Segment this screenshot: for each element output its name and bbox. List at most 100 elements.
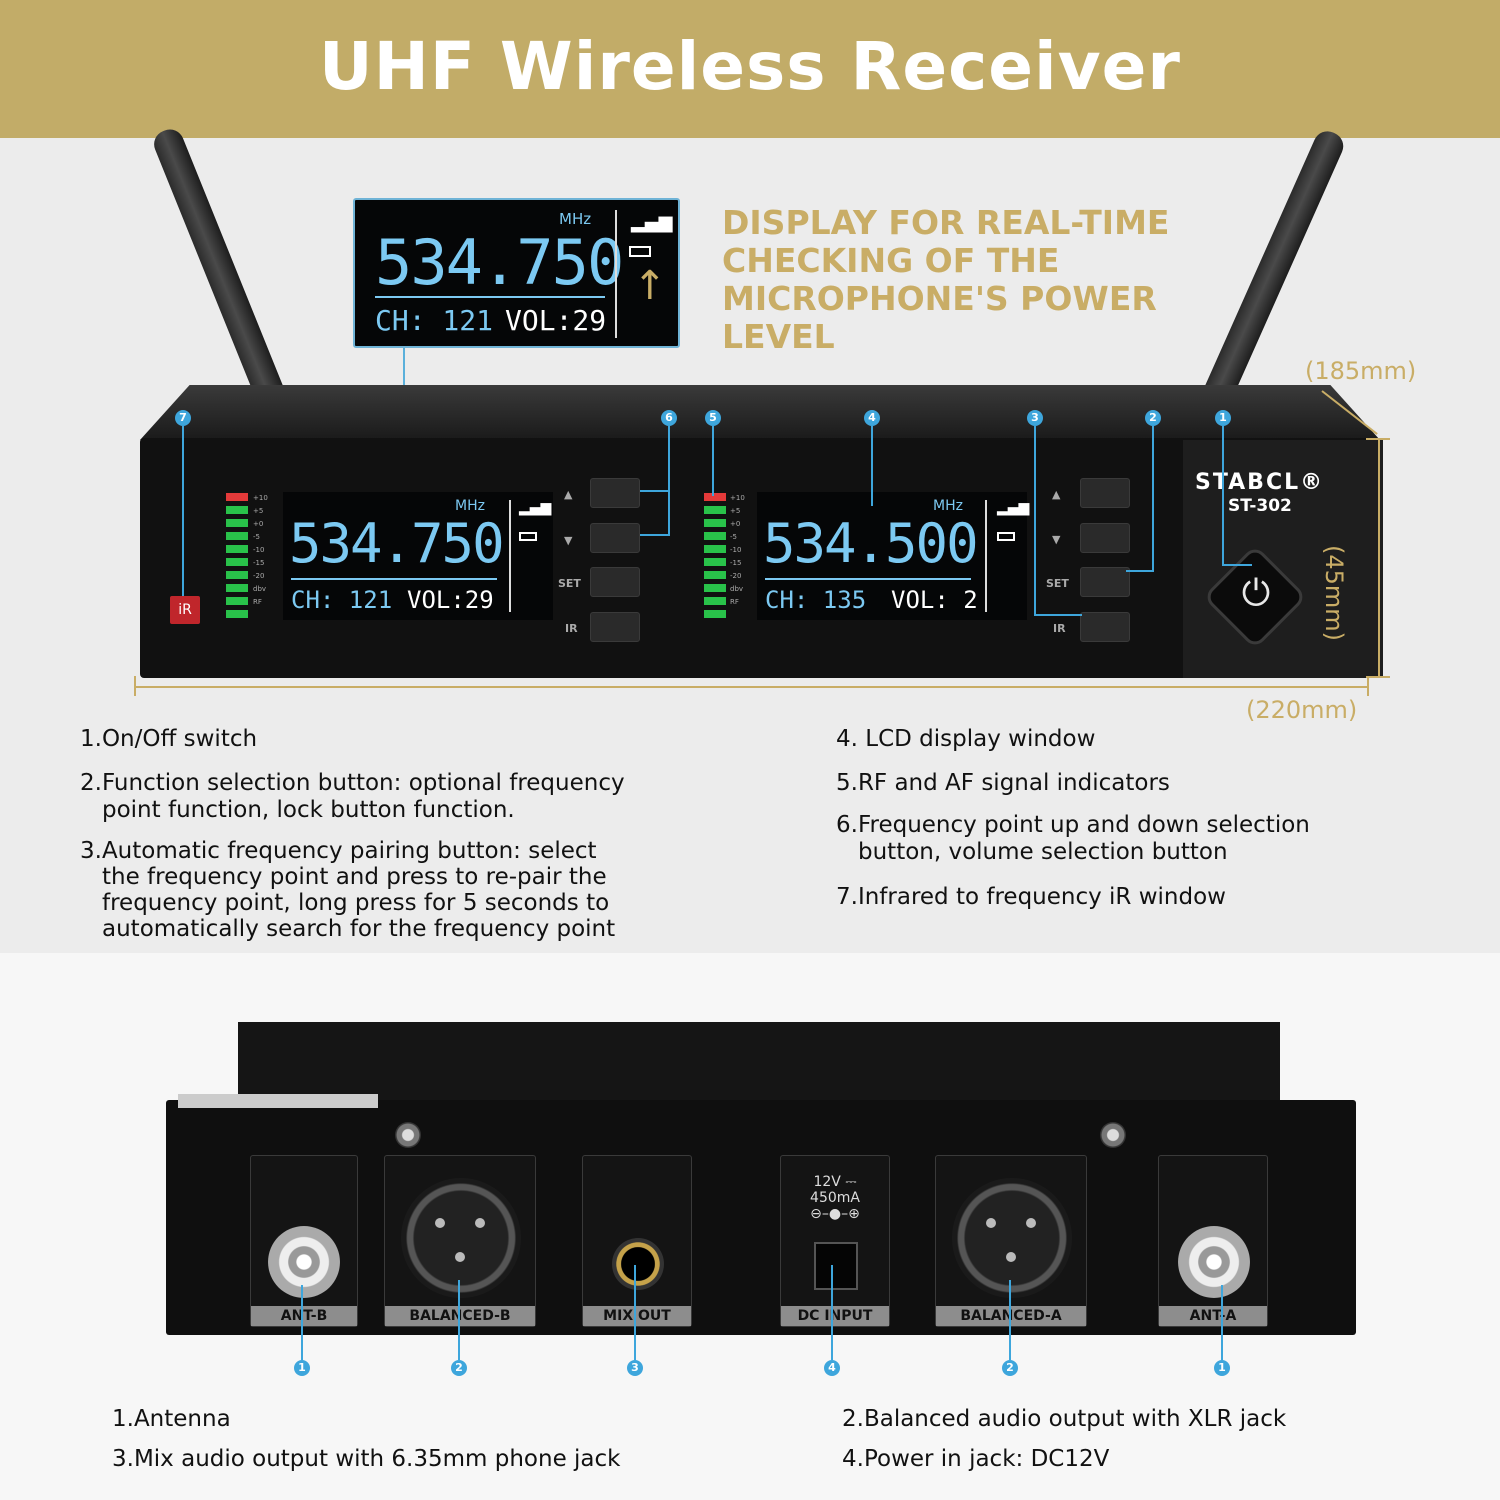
down-button-a[interactable] (590, 523, 640, 553)
rear-feature-1: 1.Antenna (112, 1406, 231, 1432)
up-label: ▲ (564, 488, 573, 501)
meter-scale-b: +10 +5 +0 -5 -10 -15 -20 dbv RF (730, 492, 745, 609)
meter-segment (226, 571, 248, 579)
feature-1: 1.On/Off switch (80, 726, 257, 753)
zoomed-lcd-display: MHz 534.750 CH: 121 VOL:29 ▂▄▆ ↑ (353, 198, 680, 348)
meter-scale-label: -5 (730, 533, 737, 541)
up-label: ▲ (1052, 488, 1061, 501)
up-button-b[interactable] (1080, 478, 1130, 508)
lcd-divider (375, 296, 605, 298)
callout-line (1222, 564, 1252, 566)
callout-6: 6 (661, 410, 677, 426)
set-label: SET (1046, 577, 1069, 590)
meter-segment (704, 610, 726, 618)
callout-1: 1 (1214, 1360, 1230, 1376)
feature-3: 3.Automatic frequency pairing button: se… (80, 838, 615, 942)
lcd-display-a: MHz 534.750 CH: 121 VOL:29 ▂▄▆ (283, 492, 553, 620)
dimension-line (1366, 438, 1390, 440)
lcd-volume: VOL: 2 (891, 586, 978, 614)
screw-icon (1100, 1122, 1126, 1148)
callout-3: 3 (1027, 410, 1043, 426)
ir-label: IR (1053, 622, 1066, 635)
meter-scale-label: RF (253, 598, 262, 606)
callout-line (1034, 426, 1036, 616)
lcd-divider (615, 210, 617, 338)
port-balanced-b[interactable]: BALANCED-B (384, 1155, 536, 1327)
signal-meter-a (226, 493, 248, 623)
callout-5: 5 (705, 410, 721, 426)
meter-scale-label: -15 (253, 559, 265, 567)
meter-segment (226, 545, 248, 553)
signal-icon: ▂▄▆ (997, 500, 1030, 516)
xlr-pin (455, 1252, 465, 1262)
feature-text: 6.Frequency point up and down selection (836, 812, 1310, 838)
callout-line (634, 1265, 636, 1360)
dimension-line (1378, 438, 1380, 678)
meter-segment (226, 610, 248, 618)
port-mix-out[interactable]: MIX OUT (582, 1155, 692, 1327)
feature-7: 7.Infrared to frequency iR window (836, 884, 1226, 911)
meter-segment (226, 584, 248, 592)
feature-4: 4. LCD display window (836, 726, 1095, 753)
port-ant-a[interactable]: ANT-A (1158, 1155, 1268, 1327)
port-dc-input[interactable]: 12V ⎓ 450mA ⊖–●–⊕ DC INPUT (780, 1155, 890, 1327)
xlr-pin (435, 1218, 445, 1228)
port-label: BALANCED-B (385, 1306, 535, 1326)
screw-icon (395, 1122, 421, 1148)
ir-window: iR (170, 596, 200, 624)
xlr-pin (1026, 1218, 1036, 1228)
meter-scale-label: +10 (730, 494, 745, 502)
meter-segment (704, 558, 726, 566)
lcd-display-b: MHz 534.500 CH: 135 VOL: 2 ▂▄▆ (757, 492, 1030, 620)
arrow-up-icon: ↑ (633, 263, 667, 309)
dimension-line (134, 676, 136, 696)
lcd-frequency: 534.750 (375, 226, 624, 299)
callout-3: 3 (627, 1360, 643, 1376)
model-number: ST-302 (1228, 496, 1292, 516)
rear-feature-2: 2.Balanced audio output with XLR jack (842, 1406, 1287, 1432)
display-caption: DISPLAY FOR REAL-TIME CHECKING OF THE MI… (722, 203, 1170, 356)
set-button-b[interactable] (1080, 567, 1130, 597)
meter-segment (704, 506, 726, 514)
callout-line (1126, 570, 1154, 572)
rear-feature-3: 3.Mix audio output with 6.35mm phone jac… (112, 1446, 621, 1472)
port-ant-b[interactable]: ANT-B (250, 1155, 358, 1327)
feature-text: button, volume selection button (858, 839, 1228, 865)
ir-button-a[interactable] (590, 612, 640, 642)
xlr-connector-icon (401, 1178, 521, 1298)
port-label: DC INPUT (781, 1306, 889, 1326)
callout-2: 2 (1002, 1360, 1018, 1376)
feature-text: 7.Infrared to frequency iR window (836, 884, 1226, 910)
callout-line (640, 534, 669, 536)
up-button-a[interactable] (590, 478, 640, 508)
dimension-depth: (185mm) (1305, 357, 1417, 385)
ir-label: IR (565, 622, 578, 635)
meter-segment (704, 571, 726, 579)
xlr-connector-icon (952, 1178, 1072, 1298)
callout-1: 1 (294, 1360, 310, 1376)
ir-button-b[interactable] (1080, 612, 1130, 642)
lcd-divider (765, 578, 971, 580)
meter-segment (704, 532, 726, 540)
meter-scale-label: -15 (730, 559, 742, 567)
feature-2: 2.Function selection button: optional fr… (80, 770, 625, 824)
rear-feature-4: 4.Power in jack: DC12V (842, 1446, 1110, 1472)
port-balanced-a[interactable]: BALANCED-A (935, 1155, 1087, 1327)
down-button-b[interactable] (1080, 523, 1130, 553)
receiver-rear-panel (166, 1100, 1356, 1335)
signal-icon: ▂▄▆ (631, 212, 673, 233)
callout-line (1222, 426, 1224, 566)
callout-2: 2 (1145, 410, 1161, 426)
meter-segment (704, 597, 726, 605)
callout-line (1152, 426, 1154, 572)
lcd-divider (985, 500, 987, 612)
callout-line (640, 490, 669, 492)
callout-line (871, 426, 873, 506)
meter-scale-label: dbv (730, 585, 744, 593)
lcd-unit: MHz (455, 498, 485, 514)
feature-5: 5.RF and AF signal indicators (836, 770, 1170, 797)
set-button-a[interactable] (590, 567, 640, 597)
battery-icon (629, 246, 651, 257)
callout-line (301, 1285, 303, 1360)
lcd-unit: MHz (559, 210, 592, 228)
